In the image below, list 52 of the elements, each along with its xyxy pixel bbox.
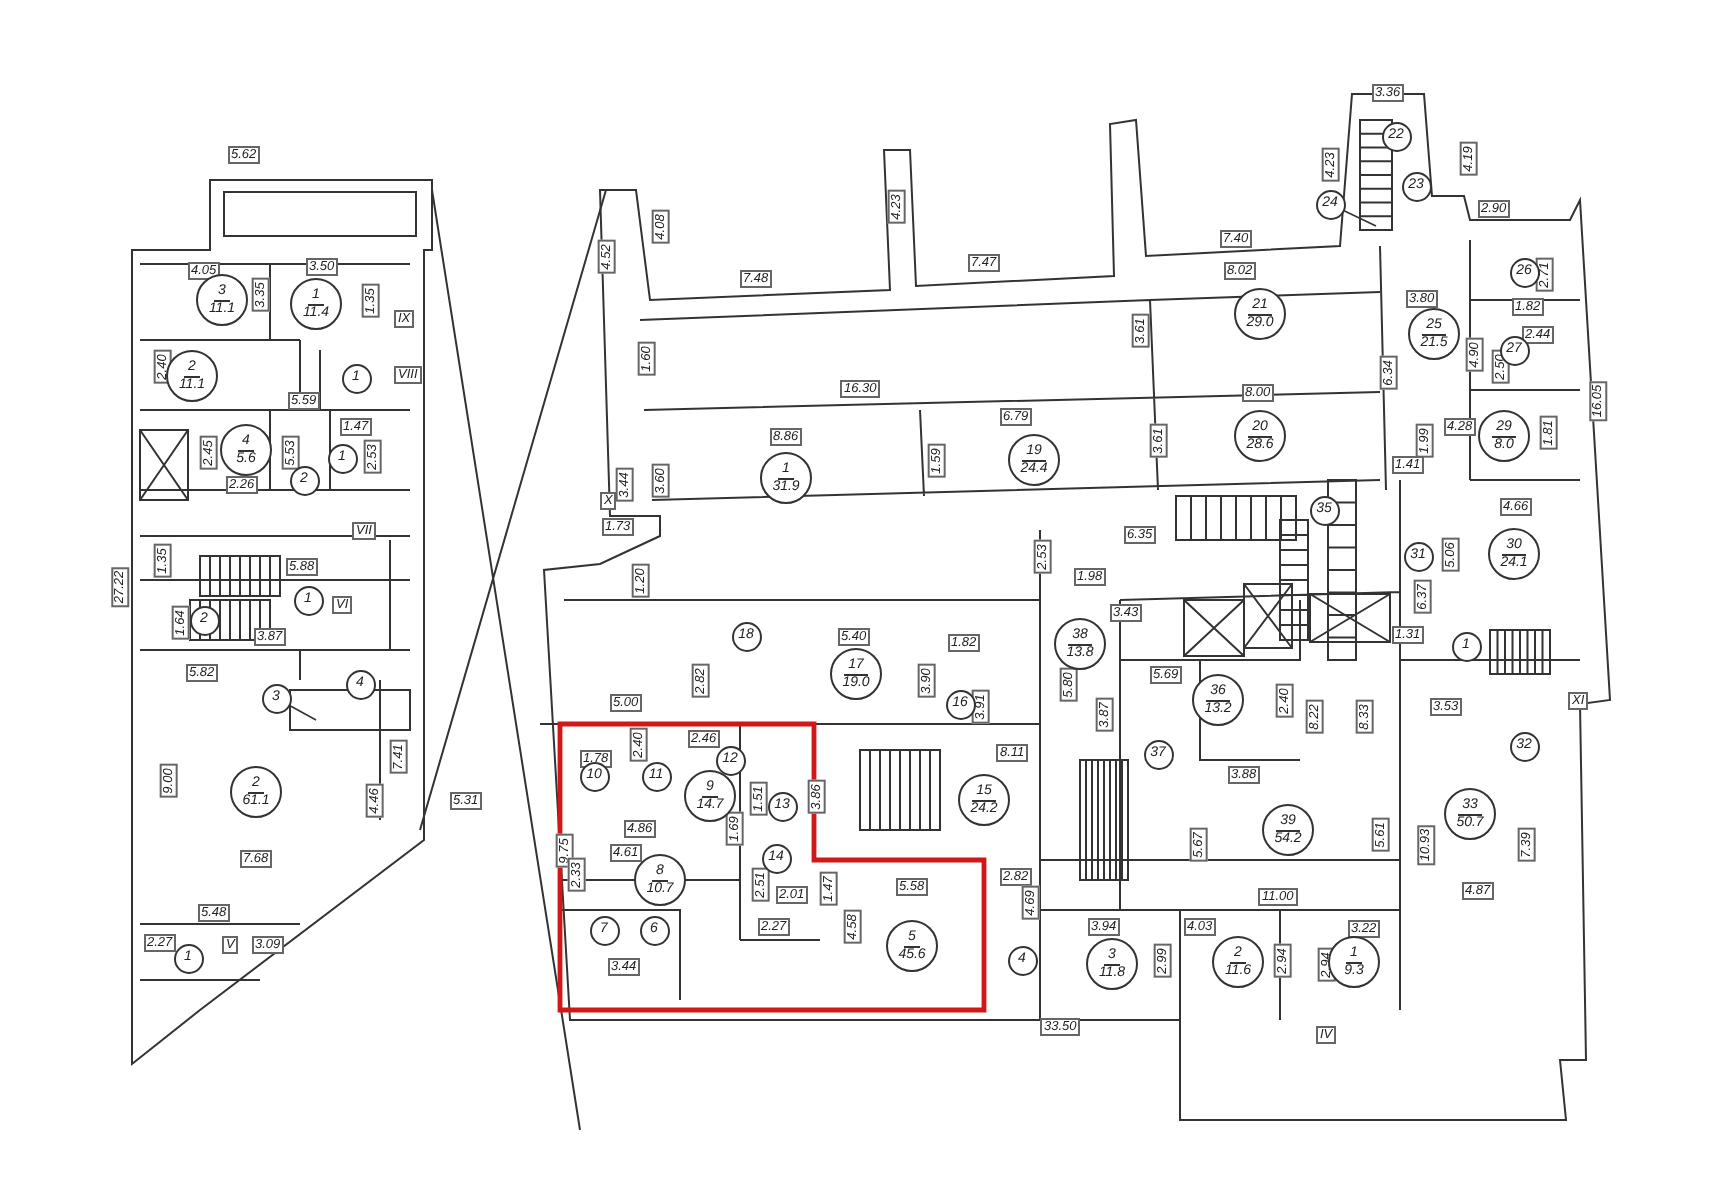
room-marker: [1488, 528, 1540, 580]
room-marker: [1315, 189, 1345, 219]
room-marker: [261, 683, 291, 713]
room-marker: [1509, 257, 1539, 287]
room-marker: [1086, 938, 1138, 990]
room-marker: [327, 443, 357, 473]
room-marker: [767, 791, 797, 821]
room-marker: [639, 915, 669, 945]
room-marker: [1262, 804, 1314, 856]
room-marker: [886, 920, 938, 972]
room-marker: [1212, 936, 1264, 988]
room-marker: [290, 278, 342, 330]
room-marker: [830, 648, 882, 700]
leader-line: [288, 704, 317, 721]
room-marker: [1478, 410, 1530, 462]
room-marker: [1403, 541, 1433, 571]
room-marker: [293, 585, 323, 615]
room-marker: [1444, 788, 1496, 840]
room-marker: [1192, 674, 1244, 726]
room-marker: [958, 774, 1010, 826]
room-marker: [230, 766, 282, 818]
room-marker: [1408, 308, 1460, 360]
room-marker: [173, 943, 203, 973]
room-marker: [760, 452, 812, 504]
room-marker: [1234, 410, 1286, 462]
room-marker: [1401, 171, 1431, 201]
room-marker: [189, 605, 219, 635]
room-marker: [1234, 288, 1286, 340]
room-marker: [761, 843, 791, 873]
room-marker: [196, 274, 248, 326]
room-marker: [1509, 731, 1539, 761]
room-marker: [1054, 618, 1106, 670]
room-marker: [1143, 739, 1173, 769]
room-marker: [289, 465, 319, 495]
room-marker: [1328, 936, 1380, 988]
room-marker: [579, 761, 609, 791]
room-marker: [345, 669, 375, 699]
room-marker: [220, 424, 272, 476]
room-marker: [166, 350, 218, 402]
room-marker: [1309, 495, 1339, 525]
room-marker: [715, 745, 745, 775]
room-marker: [1007, 945, 1037, 975]
room-marker: [731, 621, 761, 651]
room-marker: [1008, 434, 1060, 486]
room-marker: [1381, 121, 1411, 151]
room-marker: [634, 854, 686, 906]
room-marker: [589, 915, 619, 945]
room-marker: [1451, 631, 1481, 661]
room-marker: [945, 689, 975, 719]
leader-line: [1342, 209, 1377, 227]
room-marker: [341, 363, 371, 393]
room-marker: [641, 761, 671, 791]
